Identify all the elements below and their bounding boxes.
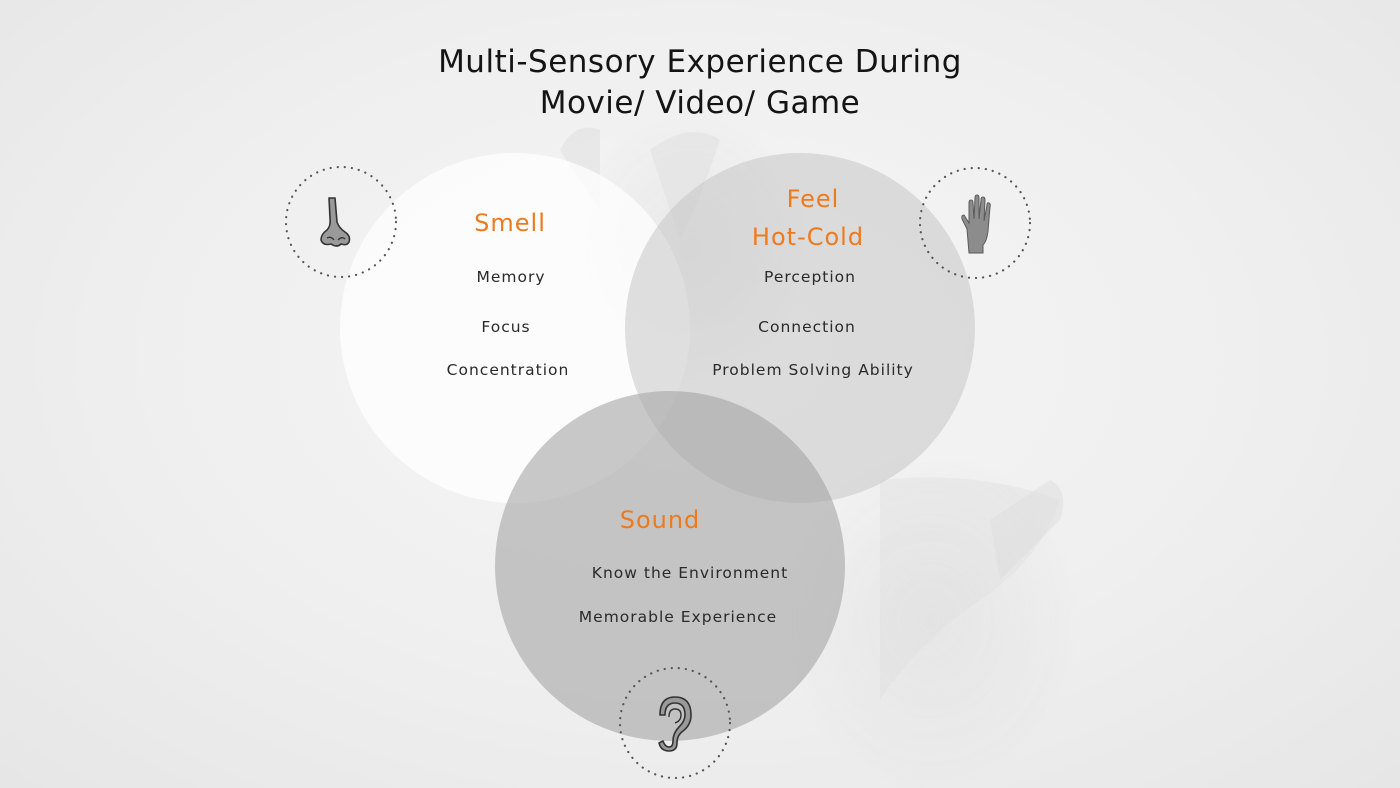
nose-icon — [320, 197, 351, 247]
sound-item: Know the Environment — [591, 564, 789, 582]
nose-icon-ring — [284, 165, 398, 279]
ear-icon-ring — [618, 666, 732, 780]
hand-icon — [961, 194, 991, 254]
sound-label: Sound — [619, 506, 701, 534]
slide-title-line1: Multi-Sensory Experience During — [438, 44, 962, 80]
slide-title-line2: Movie/ Video/ Game — [539, 85, 861, 121]
smell-label: Smell — [474, 209, 546, 237]
feel-sublabel: Hot-Cold — [751, 223, 865, 251]
smell-item: Focus — [481, 318, 531, 336]
hand-icon-ring — [918, 166, 1032, 280]
sound-item: Memorable Experience — [578, 608, 778, 626]
feel-item: Problem Solving Ability — [712, 361, 914, 379]
sound-circle — [495, 391, 845, 741]
feel-item: Connection — [758, 318, 856, 336]
feel-item: Perception — [764, 268, 856, 286]
feel-label: Feel — [786, 185, 840, 213]
smell-item: Memory — [476, 268, 546, 286]
ear-icon — [658, 696, 692, 752]
smell-item: Concentration — [446, 361, 570, 379]
